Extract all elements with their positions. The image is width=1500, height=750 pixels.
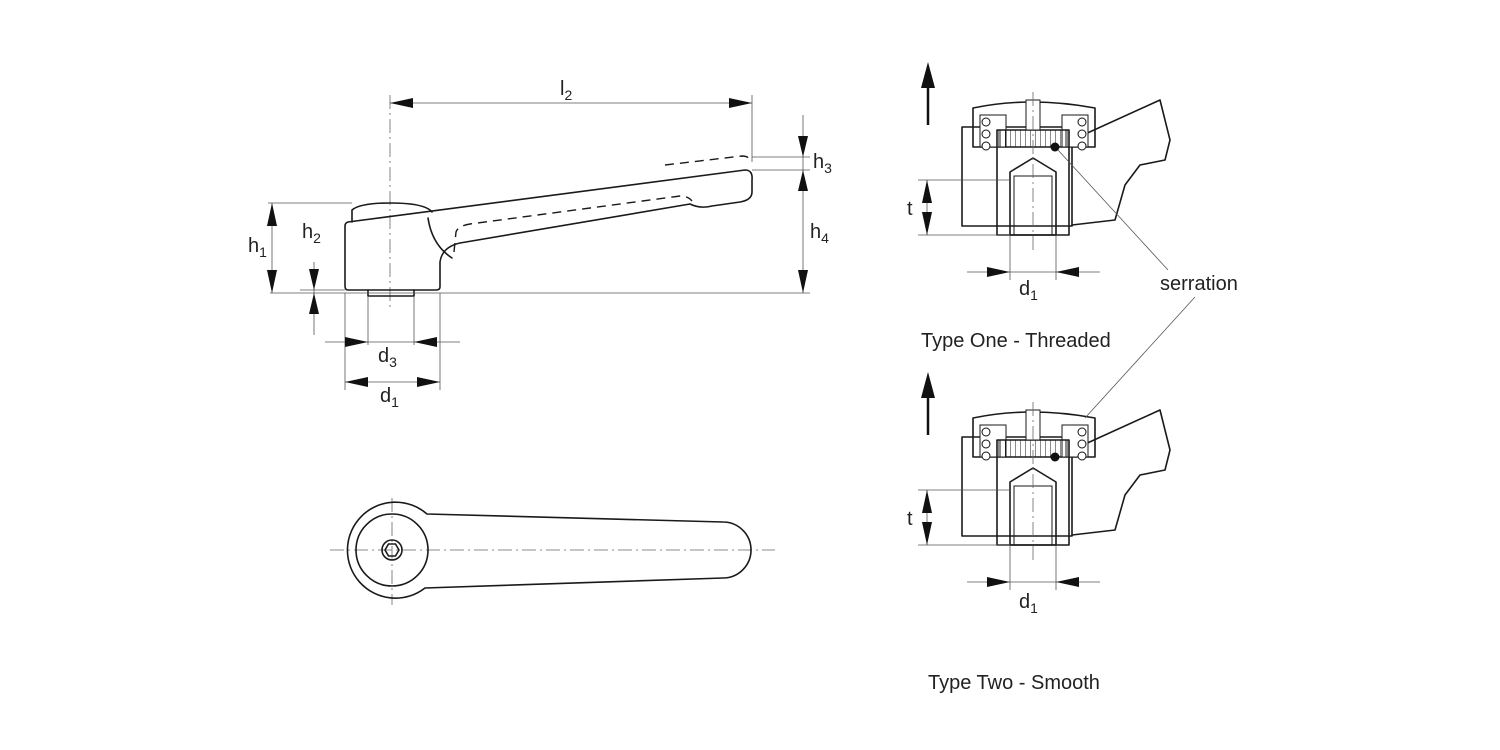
dim-label-h1: h1 <box>248 235 267 260</box>
callout-leader <box>1057 149 1169 271</box>
dim-label-t-two: t <box>907 508 913 530</box>
dim-label-l2: l2 <box>560 78 572 103</box>
hidden-line <box>453 195 693 253</box>
dim-label-d1-two: d1 <box>1019 591 1038 616</box>
lever-body <box>344 169 753 291</box>
lever-cap <box>351 202 433 223</box>
section-view-type-two <box>916 370 1172 592</box>
side-view: l2 h1 h2 h3 h4 d3 d1 <box>248 78 832 410</box>
housing-section <box>961 126 1073 227</box>
hidden-line-extended <box>664 155 751 166</box>
pull-arrow-icon <box>921 62 935 88</box>
detent-ball <box>1050 142 1060 152</box>
dim-label-d1-one: d1 <box>1019 278 1038 303</box>
dim-label-h2: h2 <box>302 221 321 246</box>
lever-fillet <box>427 217 453 259</box>
dim-label-d3: d3 <box>378 345 397 370</box>
dim-label-h3: h3 <box>813 151 832 176</box>
section-view-type-one <box>918 62 1171 280</box>
top-view <box>330 498 775 605</box>
socket-circle <box>381 539 403 561</box>
dim-label-t-one: t <box>907 198 913 220</box>
serration-callout: serration <box>1160 273 1238 295</box>
hub-circle <box>355 513 429 587</box>
dim-label-h4: h4 <box>810 221 829 246</box>
lever-top-outline <box>346 501 752 599</box>
dim-label-d1: d1 <box>380 385 399 410</box>
caption-type-two: Type Two - Smooth <box>928 672 1100 694</box>
hex-socket-icon <box>384 543 400 557</box>
callout-leader <box>1084 296 1196 419</box>
caption-type-one: Type One - Threaded <box>921 330 1111 352</box>
